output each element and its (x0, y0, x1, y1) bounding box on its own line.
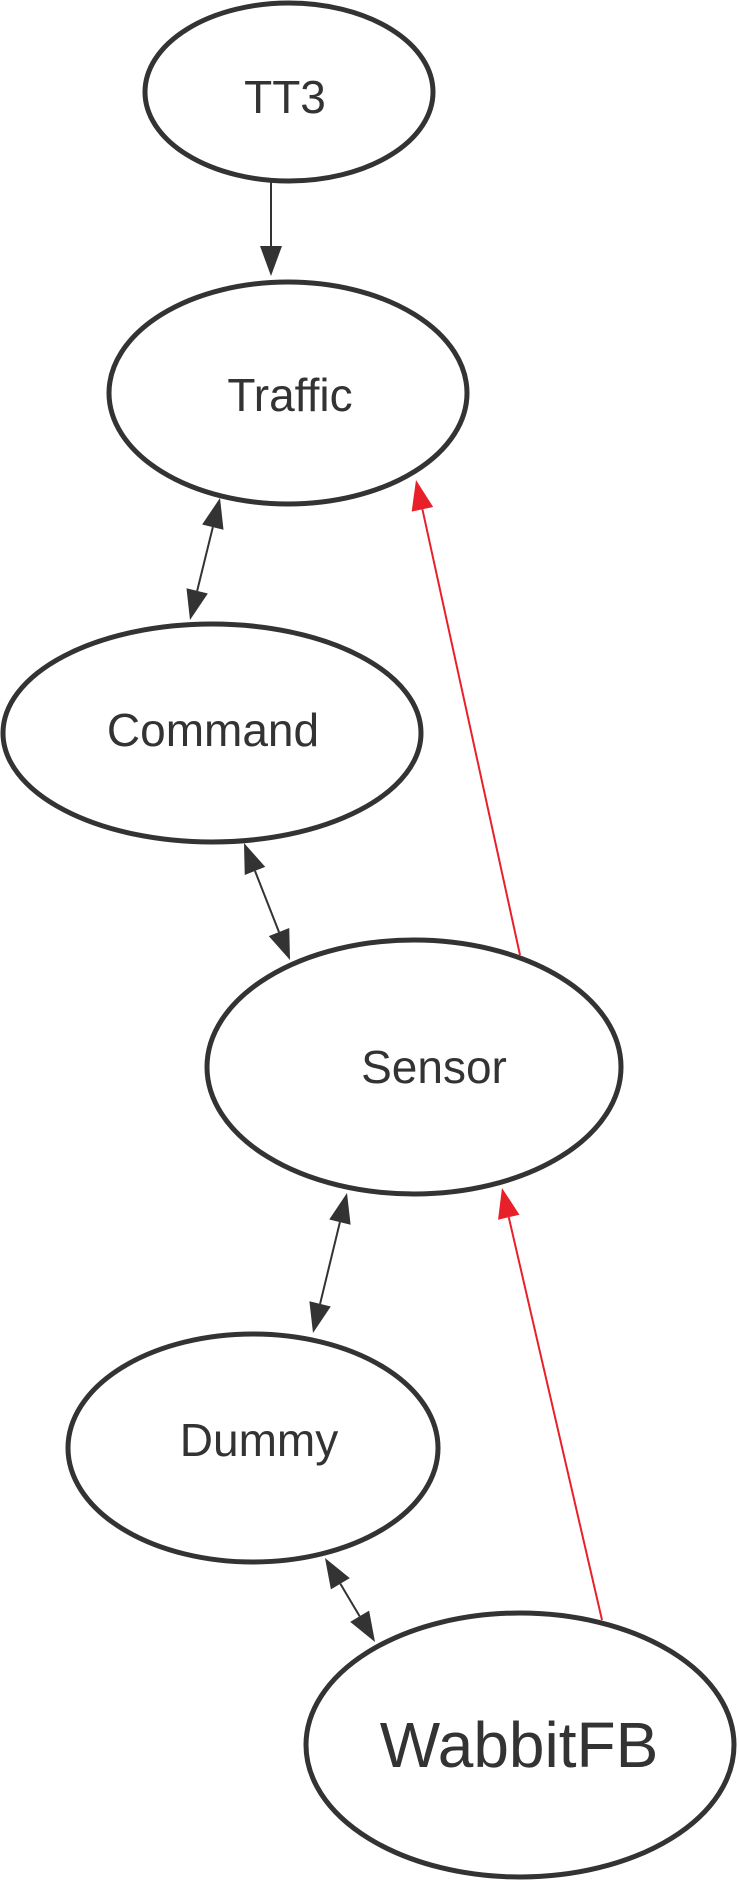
arrowhead-icon (309, 1301, 331, 1333)
node-sensor-label: Sensor (361, 1041, 507, 1093)
node-tt3-label: TT3 (244, 71, 326, 123)
node-command[interactable]: Command (0, 621, 424, 845)
edge-wabbitfb-to-sensor (498, 1188, 603, 1621)
node-sensor-shape (204, 937, 624, 1197)
edge-line (254, 870, 280, 933)
node-dummy[interactable]: Dummy (65, 1331, 441, 1565)
edge-line (421, 509, 521, 956)
edge-line (196, 526, 214, 592)
edge-line (507, 1217, 603, 1621)
arrowhead-icon (202, 498, 224, 530)
arrowhead-icon (268, 928, 290, 960)
node-traffic-label: Traffic (227, 369, 352, 421)
arrowhead-icon (186, 588, 208, 620)
node-dummy-shape (65, 1331, 441, 1565)
edge-dummy-to-wabbitfb (325, 1558, 375, 1642)
arrowhead-icon (260, 246, 282, 276)
node-tt3-shape (142, 0, 436, 184)
edge-tt3-to-traffic (260, 181, 282, 276)
edge-sensor-to-dummy (309, 1193, 351, 1333)
edge-line (319, 1221, 341, 1305)
node-traffic-shape (106, 279, 470, 507)
edge-command-to-sensor (244, 843, 290, 960)
arrowhead-icon (325, 1558, 350, 1590)
node-sensor[interactable]: Sensor (204, 937, 624, 1197)
arrowhead-icon (329, 1193, 351, 1225)
arrowhead-icon (411, 480, 434, 512)
edge-sensor-to-traffic (411, 480, 521, 956)
node-dummy-label: Dummy (180, 1414, 338, 1466)
edge-traffic-to-command (186, 498, 224, 620)
edges-layer (186, 181, 603, 1642)
node-traffic[interactable]: Traffic (106, 279, 470, 507)
node-wabbitfb-shape (303, 1610, 737, 1880)
node-command-label: Command (107, 704, 319, 756)
edge-line (339, 1583, 361, 1617)
node-tt3[interactable]: TT3 (142, 0, 436, 184)
arrowhead-icon (350, 1610, 375, 1642)
arrowhead-icon (244, 843, 266, 875)
arrowhead-icon (498, 1188, 520, 1220)
node-command-shape (0, 621, 424, 845)
node-wabbitfb-label: WabbitFB (380, 1709, 659, 1781)
node-wabbitfb[interactable]: WabbitFB (303, 1610, 737, 1880)
